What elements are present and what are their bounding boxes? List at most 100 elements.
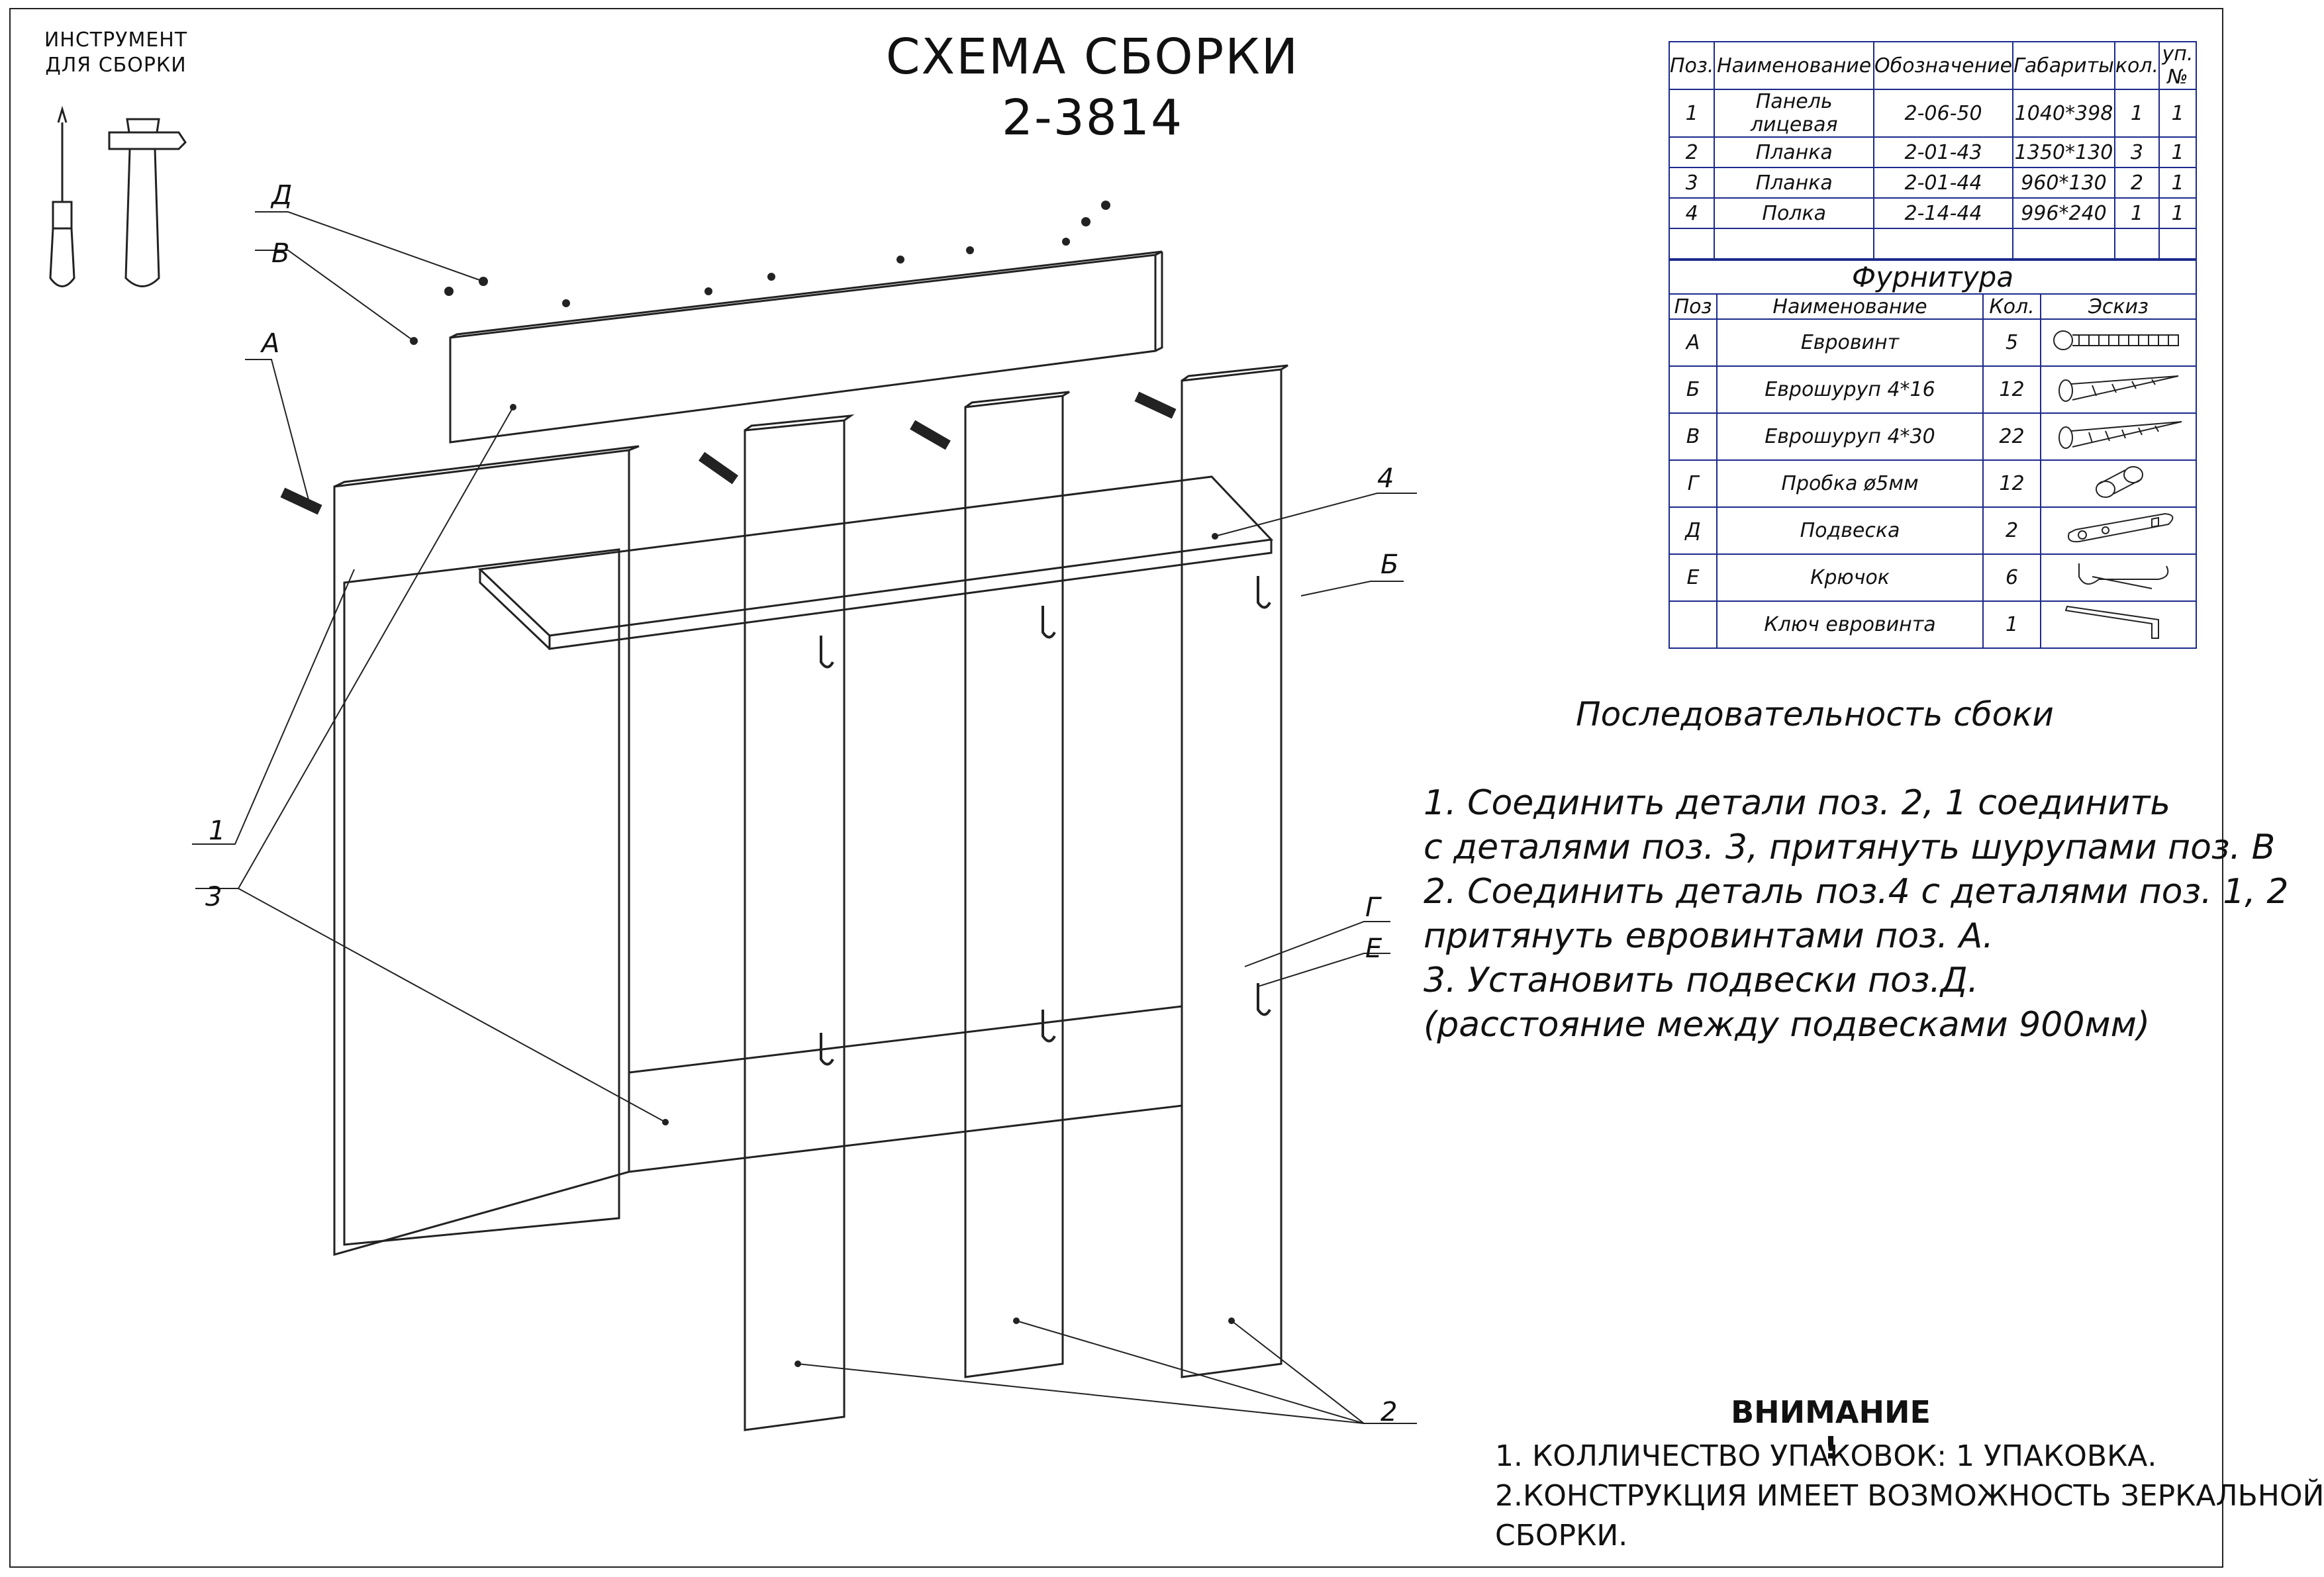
cell: Д <box>1669 506 1718 555</box>
cell: 996*240 <box>2012 197 2115 229</box>
cell: В <box>1669 412 1718 461</box>
drawing-sheet-frame <box>9 8 2223 1568</box>
cell: 2 <box>1982 506 2041 555</box>
callout-D: Д <box>271 180 293 211</box>
cell: 1 <box>1982 600 2041 649</box>
cell: 12 <box>1982 365 2041 414</box>
sequence-line: с деталями поз. 3, притянуть шурупами по… <box>1424 828 2276 867</box>
cell: 5 <box>1982 318 2041 367</box>
callout-E: Е <box>1365 933 1382 964</box>
cell <box>2012 228 2115 260</box>
sequence-steps: 1. Соединить детали поз. 2, 1 соединить … <box>1424 781 2288 1047</box>
vertical-plank-middle <box>964 391 1070 1378</box>
tools-title-line1: ИНСТРУМЕНТ <box>44 28 188 52</box>
horizontal-rail-part-3 <box>628 1005 1183 1173</box>
cell: 2-01-44 <box>1872 167 2014 199</box>
tools-title-line2: ДЛЯ СБОРКИ <box>45 54 187 77</box>
hardware-title: Фурнитура <box>1669 260 2197 295</box>
parts-header-pack: уп.№ <box>2158 41 2197 90</box>
cell: 22 <box>1982 412 2041 461</box>
callout-3: 3 <box>205 882 222 912</box>
table-row <box>1668 228 2197 260</box>
front-panel-part-1 <box>333 445 640 1256</box>
hardware-header-pos: Поз <box>1669 293 1718 320</box>
cell: 12 <box>1982 459 2041 508</box>
cell: Ключ евровинта <box>1716 600 1984 649</box>
cell: Г <box>1669 459 1718 508</box>
assembly-title-code: 2-3814 <box>1001 89 1184 146</box>
vertical-plank-right <box>1181 364 1288 1378</box>
hardware-header-name: Наименование <box>1716 293 1984 320</box>
screw-long-icon <box>2040 412 2197 461</box>
warning-notes: 1. КОЛЛИЧЕСТВО УПАКОВОК: 1 УПАКОВКА. 2.К… <box>1495 1437 2324 1556</box>
cell: 1 <box>2158 136 2197 168</box>
cell: Панель лицевая <box>1714 89 1874 138</box>
cell: 1 <box>1668 89 1716 138</box>
hooks <box>820 576 1271 1066</box>
sequence-line: 1. Соединить детали поз. 2, 1 соединить <box>1424 783 2171 823</box>
cell <box>1714 228 1874 260</box>
cell: Полка <box>1714 197 1874 229</box>
cell: 2-01-43 <box>1872 136 2014 168</box>
cell: Е <box>1669 553 1718 602</box>
cell <box>2158 228 2197 260</box>
callout-4: 4 <box>1377 463 1394 494</box>
parts-header-dimensions: Габариты <box>2012 41 2115 90</box>
cell: Еврошуруп 4*16 <box>1716 365 1984 414</box>
callout-leaders <box>192 211 1417 1424</box>
callout-2: 2 <box>1380 1397 1398 1427</box>
cell: 2-14-44 <box>1872 197 2014 229</box>
assembly-title: СХЕМА СБОРКИ 2-3814 <box>861 26 1324 148</box>
warning-line: 2.КОНСТРУКЦИЯ ИМЕЕТ ВОЗМОЖНОСТЬ ЗЕРКАЛЬН… <box>1495 1479 2324 1513</box>
cell <box>1669 600 1718 649</box>
cell: Планка <box>1714 167 1874 199</box>
hook-icon <box>2040 553 2197 602</box>
parts-header-pos: Поз. <box>1668 41 1716 90</box>
callout-V: В <box>271 238 290 269</box>
shelf-part-4 <box>477 475 1274 650</box>
fastener-marks <box>280 201 1235 1367</box>
eurobolt-icon <box>2040 318 2197 367</box>
warning-line: 1. КОЛЛИЧЕСТВО УПАКОВОК: 1 УПАКОВКА. <box>1495 1439 2157 1473</box>
cell: Евровинт <box>1716 318 1984 367</box>
cell <box>1668 228 1716 260</box>
top-rail-part-2 <box>449 250 1163 444</box>
tools-title: ИНСТРУМЕНТ ДЛЯ СБОРКИ <box>40 28 192 78</box>
warning-line: СБОРКИ. <box>1495 1519 1628 1553</box>
cell: 1350*130 <box>2012 136 2115 168</box>
hardware-header-qty: Кол. <box>1982 293 2041 320</box>
cell: 6 <box>1982 553 2041 602</box>
callout-1: 1 <box>209 816 226 846</box>
cell: 1 <box>2158 89 2197 138</box>
cell: 960*130 <box>2012 167 2115 199</box>
parts-table: Поз. Наименование Обозначение Габариты к… <box>1668 41 2197 260</box>
screw-short-icon <box>2040 365 2197 414</box>
cell: 2 <box>2113 167 2160 199</box>
sequence-line: (расстояние между подвесками 900мм) <box>1424 1005 2151 1045</box>
cell: 1 <box>2158 197 2197 229</box>
cell: Крючок <box>1716 553 1984 602</box>
cell: 1 <box>2113 197 2160 229</box>
plug-icon <box>2040 459 2197 508</box>
cell: 2-06-50 <box>1872 89 2014 138</box>
hanger-plate-icon <box>2040 506 2197 555</box>
cell: 1 <box>2158 167 2197 199</box>
sequence-line: 2. Соединить деталь поз.4 с деталями поз… <box>1424 872 2289 912</box>
parts-header-designation: Обозначение <box>1872 41 2014 90</box>
cell: 3 <box>2113 136 2160 168</box>
vertical-plank-left <box>744 414 855 1431</box>
hammer-icon <box>108 118 187 287</box>
cell: Б <box>1669 365 1718 414</box>
cell <box>1872 228 2014 260</box>
callout-A: А <box>262 328 280 359</box>
